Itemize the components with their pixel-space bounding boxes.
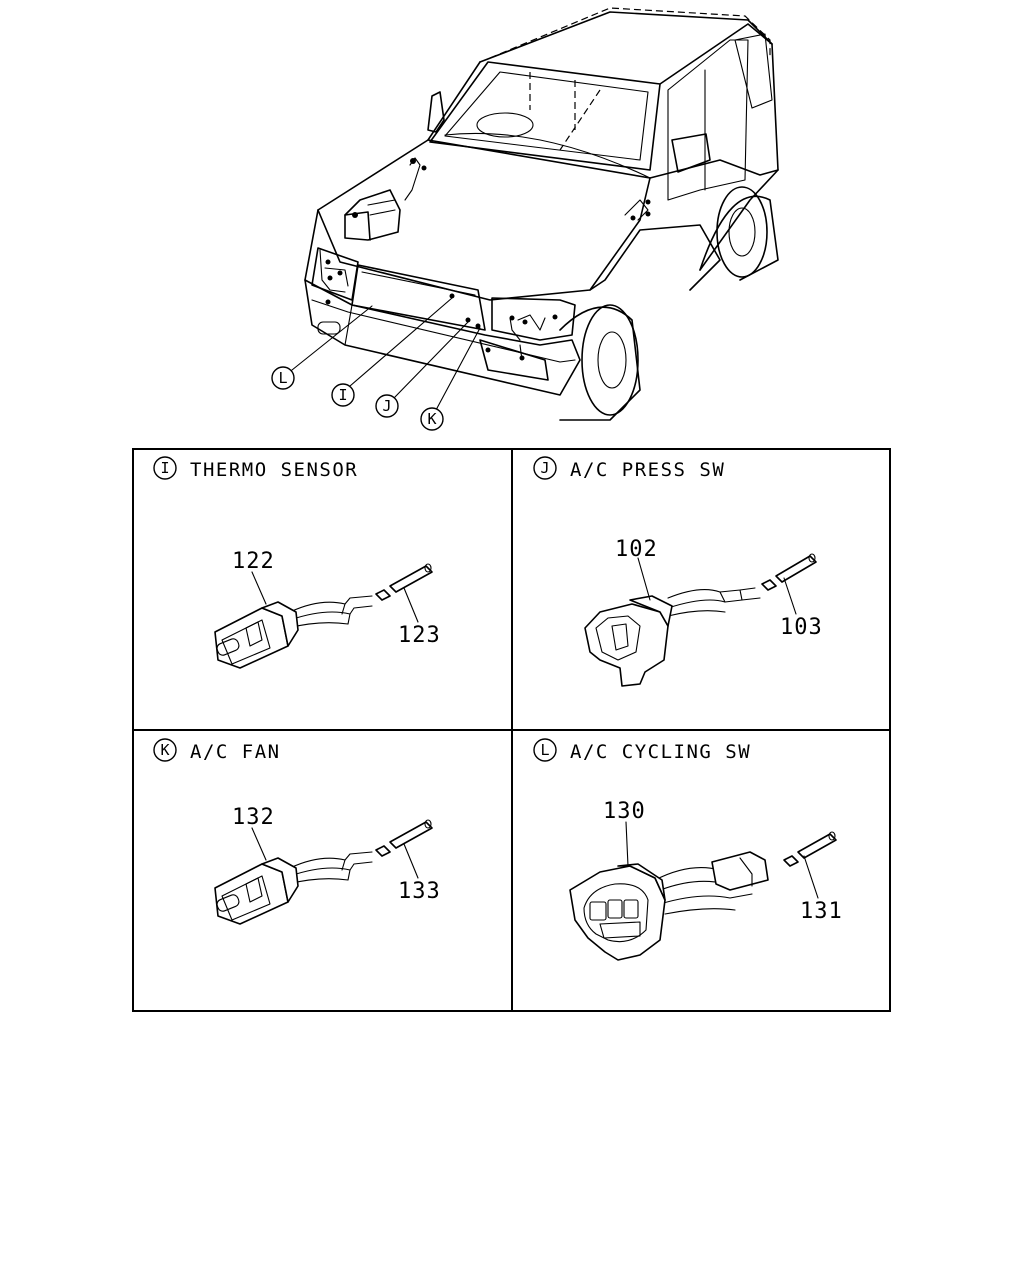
callout-letter-K: K xyxy=(427,410,436,428)
panel-ac-cycling-sw: L A/C CYCLING SW 130 131 xyxy=(533,738,843,961)
panel-ac-press-sw: J A/C PRESS SW 102 103 xyxy=(533,456,823,687)
part-number-133: 133 xyxy=(398,879,441,904)
callout-L: L xyxy=(271,366,295,390)
part-number-131: 131 xyxy=(800,899,843,924)
panel-letter-J: J xyxy=(540,459,549,477)
callout-letter-J: J xyxy=(382,397,391,415)
panel-letter-K: K xyxy=(160,741,169,759)
callout-K: K xyxy=(420,407,444,431)
panel-thermo-sensor: I THERMO SENSOR 122 123 xyxy=(153,456,441,669)
callout-letter-I: I xyxy=(338,386,347,404)
callout-J: J xyxy=(375,394,399,418)
connector-132-drawing xyxy=(214,819,433,925)
panel-letter-L: L xyxy=(540,741,549,759)
part-number-132: 132 xyxy=(232,805,275,830)
vehicle-illustration xyxy=(304,7,779,421)
part-number-122: 122 xyxy=(232,549,275,574)
panel-ac-fan: K A/C FAN 132 133 xyxy=(153,738,441,925)
callout-I: I xyxy=(331,383,355,407)
panel-title-ac-press-sw: A/C PRESS SW xyxy=(570,459,725,481)
panel-title-thermo-sensor: THERMO SENSOR xyxy=(190,459,358,481)
detail-grid xyxy=(132,448,891,1012)
panel-title-ac-fan: A/C FAN xyxy=(190,741,281,763)
callout-letter-L: L xyxy=(278,369,287,387)
panel-letter-I: I xyxy=(160,459,169,477)
part-number-130: 130 xyxy=(603,799,646,824)
part-number-123: 123 xyxy=(398,623,441,648)
callout-leaders xyxy=(291,297,481,411)
connector-122-drawing xyxy=(214,563,433,669)
part-number-102: 102 xyxy=(615,537,658,562)
connector-130-drawing xyxy=(569,831,837,961)
part-number-103: 103 xyxy=(780,615,823,640)
connector-102-drawing xyxy=(584,553,817,687)
panel-title-ac-cycling-sw: A/C CYCLING SW xyxy=(570,741,751,763)
